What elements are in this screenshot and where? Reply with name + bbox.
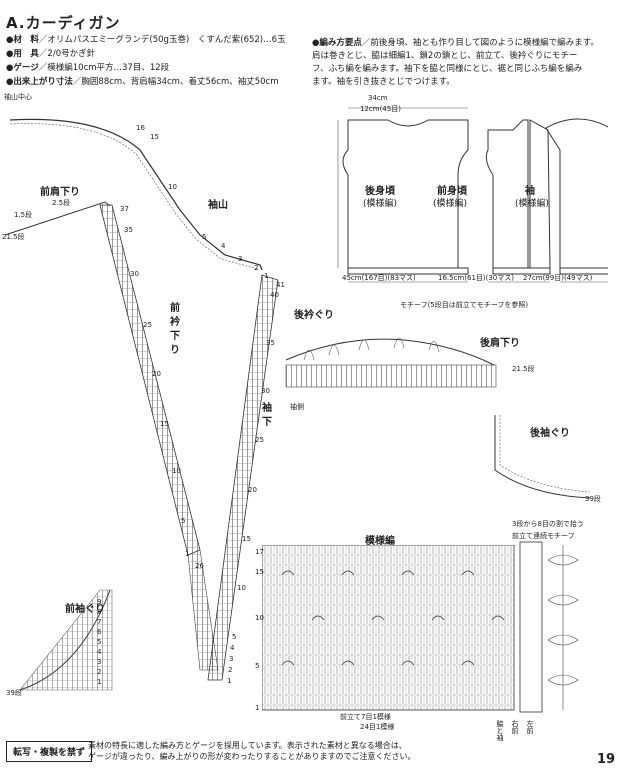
row-number: 25 (143, 321, 152, 329)
row-number: 35 (124, 226, 133, 234)
row-number: 1 (185, 550, 190, 558)
front-neck-title: 前衿下り (170, 303, 180, 356)
row-number: 15 (160, 420, 169, 428)
schematic-diagram (337, 107, 608, 283)
row-number: 1 (264, 272, 269, 280)
back-neck-title: 後衿ぐり (294, 310, 334, 321)
row-number: 25 (255, 436, 264, 444)
row-number: 35 (266, 339, 275, 347)
back-neck-rows: 21.5段 (512, 365, 535, 373)
page-title: A.カーディガン (6, 14, 121, 32)
row-number: 3 (229, 655, 234, 663)
underarm-title: 袖下 (262, 403, 272, 428)
back-width-label: 45cm(167目)(83マス) (342, 274, 416, 282)
row-number: 3 (97, 658, 102, 666)
row-number: 4 (230, 644, 235, 652)
row-number: 5 (181, 517, 186, 525)
row-number: 6 (97, 628, 102, 636)
row-number: 10 (255, 614, 264, 622)
row-number: 10 (172, 467, 181, 475)
schematic-top-width: 34cm (368, 94, 388, 102)
sleeve-cap-center-label: 袖山中心 (4, 93, 32, 101)
row-number: 15 (242, 535, 251, 543)
label-2-5-rows: 2.5段 (52, 199, 71, 207)
label-21-5-rows: 21.5段 (2, 233, 25, 241)
back-armhole-chart (494, 415, 591, 499)
sleeve-width-label: 27cm(99目)(49マス) (523, 274, 593, 282)
label-1-5-rows: 1.5段 (14, 211, 33, 219)
material-tool: ●用 具／2/0号かぎ針 (6, 49, 96, 59)
row-number: 8 (97, 608, 102, 616)
instructions: ●編み方要点／前後身頃、袖とも作り目して図のように模様編で編みます。 肩は巻きと… (312, 38, 599, 87)
row-number: 7 (97, 618, 102, 626)
row-number: 3 (238, 255, 243, 263)
label-39-rows: 39段 (6, 689, 22, 697)
back-shoulder-title: 後肩下り (480, 338, 520, 349)
main-stitch-chart (4, 118, 279, 691)
row-number: 2 (228, 666, 233, 674)
front-armhole-title: 前袖ぐり (65, 603, 105, 616)
pattern-width-label: 24目1模様 (360, 723, 395, 731)
row-number: 5 (202, 233, 207, 241)
row-number: 1 (227, 677, 232, 685)
pattern-title: 模様編 (365, 536, 395, 547)
sleeve-cap-title: 袖山 (208, 200, 228, 211)
side-label-4: 左前 (526, 720, 534, 734)
front-body-sub: (模様編) (433, 199, 468, 209)
row-number: 2 (97, 668, 102, 676)
back-body-sub: (模様編) (363, 199, 398, 209)
row-number: 4 (97, 648, 102, 656)
side-label-2: 脇と袖 (496, 720, 504, 741)
copyright-notice: 転写・複製を禁ず (6, 741, 93, 762)
sleeve-sub: (模様編) (515, 199, 550, 209)
back-neck-chart (285, 337, 497, 388)
side-label-center: 袖側 (290, 403, 304, 411)
material-gauge: ●ゲージ／模様編10cm平方…37目、12段 (6, 63, 170, 73)
row-number: 5 (255, 662, 260, 670)
back-body-label: 後身頃 (365, 186, 395, 197)
front-band-top-note: 3段から8目の割で拾う (512, 520, 584, 528)
row-number: 4 (221, 242, 226, 250)
label-26: 26 (195, 562, 204, 570)
row-number: 20 (152, 370, 161, 378)
row-number: 16 (136, 124, 145, 132)
footer-disclaimer: 素材の特長に適した編み方とゲージを採用しています。表示された素材と異なる場合は、… (88, 741, 416, 761)
row-number: 10 (237, 584, 246, 592)
pattern-grid (262, 545, 515, 711)
sleeve-label: 袖 (525, 186, 535, 197)
row-number: 1 (255, 704, 260, 712)
motif-note: モチーフ(5段目は前立てモチーフを参照) (400, 301, 529, 309)
row-number: 41 (276, 281, 285, 289)
row-number: 30 (261, 387, 270, 395)
row-number: 37 (120, 205, 129, 213)
page-number: 19 (597, 752, 616, 767)
side-label-3: 右前 (511, 720, 519, 734)
row-number: 10 (168, 183, 177, 191)
row-number: 5 (97, 638, 102, 646)
material-size: ●出来上がり寸法／胸囲88cm、背肩幅34cm、着丈56cm、袖丈50cm (6, 77, 279, 87)
front-shoulder-title: 前肩下り (40, 187, 80, 198)
front-width-label: 16.5cm(61目)(30マス) (438, 274, 514, 282)
row-number: 17 (255, 548, 264, 556)
row-number: 9 (97, 598, 102, 606)
row-number: 1 (97, 678, 102, 686)
schematic-neck-width: 12cm(45目) (360, 105, 401, 113)
back-armhole-rows: 39段 (585, 495, 601, 503)
row-number: 2 (254, 264, 259, 272)
row-number: 15 (255, 568, 264, 576)
material-yarn: ●材 料／オリムパスエミーグランデ(50g玉巻) くすんだ紫(652)…6玉 (6, 35, 286, 45)
front-body-label: 前身頃 (437, 186, 467, 197)
row-number: 20 (248, 486, 257, 494)
front-band-note: 前立て連続モチーフ (512, 532, 575, 540)
pattern-bottom-label: 前立て7目1模様 (340, 713, 391, 721)
row-number: 15 (150, 133, 159, 141)
row-number: 5 (232, 633, 237, 641)
row-number: 30 (130, 270, 139, 278)
back-armhole-title: 後袖ぐり (530, 428, 570, 439)
front-band-chart (519, 541, 579, 713)
row-number: 40 (270, 291, 279, 299)
